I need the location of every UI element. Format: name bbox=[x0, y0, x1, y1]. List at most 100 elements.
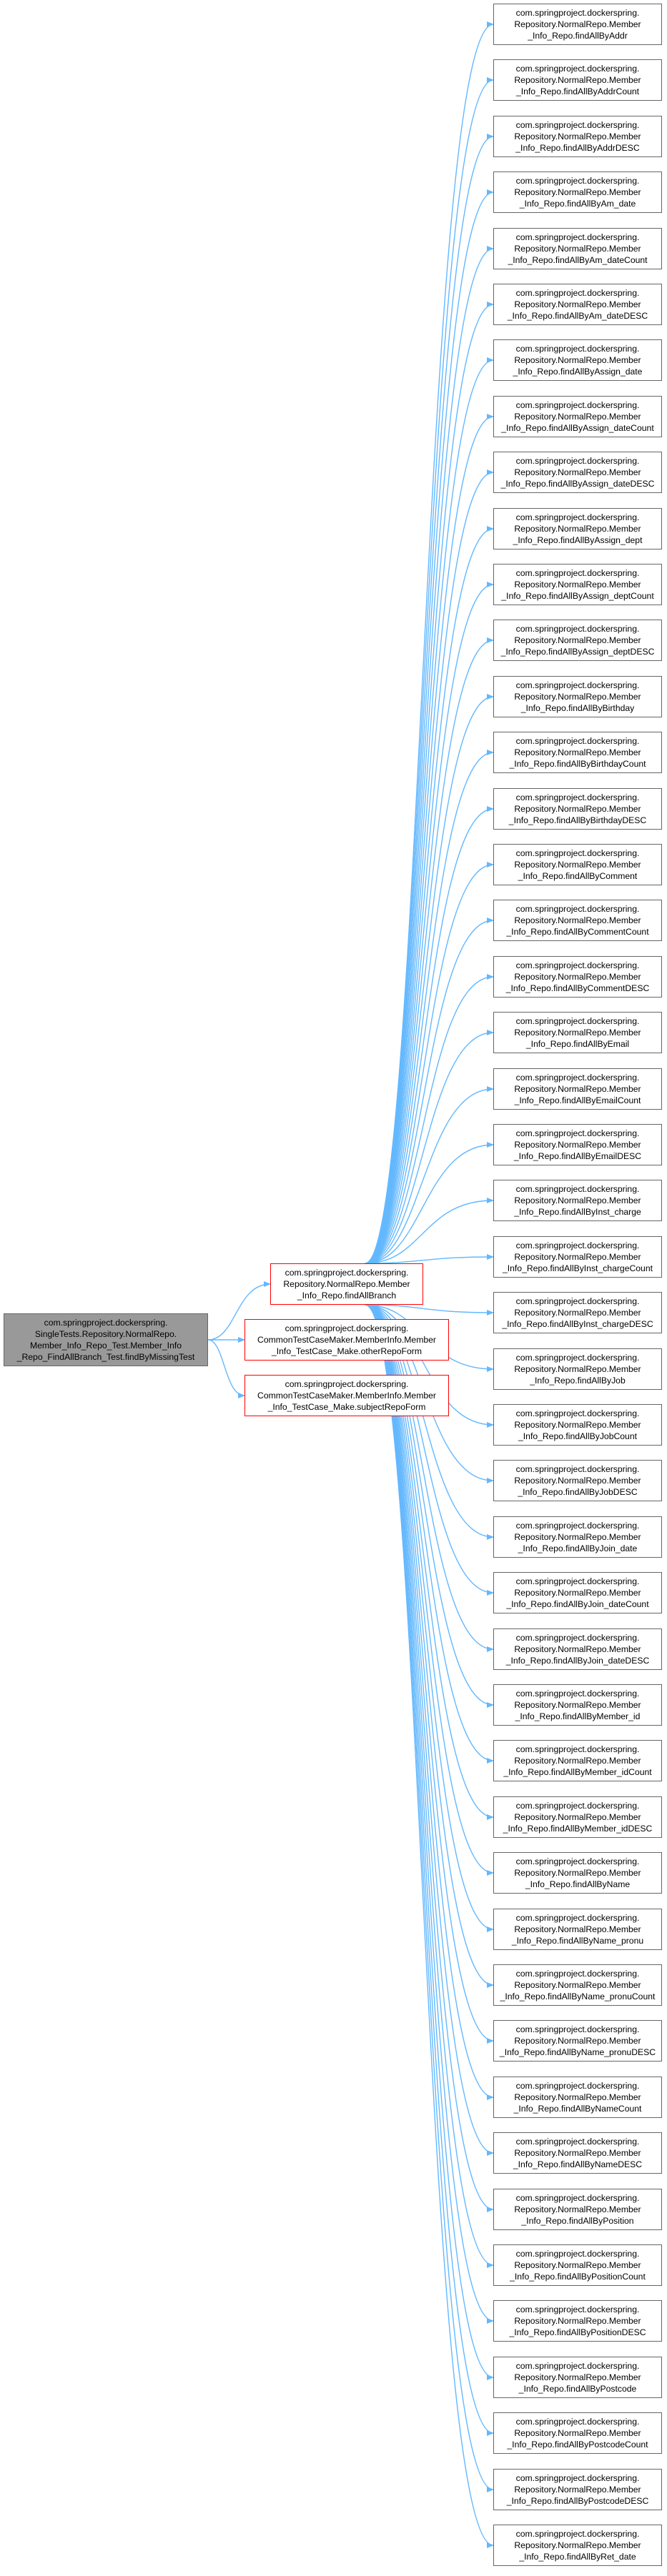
leaf-node[interactable]: com.springproject.dockerspring. Reposito… bbox=[493, 1292, 662, 1333]
leaf-node-label: com.springproject.dockerspring. Reposito… bbox=[503, 1744, 652, 1777]
leaf-node-label: com.springproject.dockerspring. Reposito… bbox=[513, 2081, 642, 2114]
leaf-node[interactable]: com.springproject.dockerspring. Reposito… bbox=[493, 2357, 662, 2398]
edge-branch-to-leaf bbox=[365, 1198, 494, 1264]
leaf-node[interactable]: com.springproject.dockerspring. Reposito… bbox=[493, 171, 662, 213]
leaf-node[interactable]: com.springproject.dockerspring. Reposito… bbox=[493, 2300, 662, 2342]
leaf-node-label: com.springproject.dockerspring. Reposito… bbox=[513, 1128, 642, 1161]
callee-node-label: com.springproject.dockerspring. CommonTe… bbox=[257, 1323, 436, 1356]
leaf-node-label: com.springproject.dockerspring. Reposito… bbox=[508, 792, 647, 825]
leaf-node[interactable]: com.springproject.dockerspring. Reposito… bbox=[493, 1180, 662, 1221]
leaf-node-label: com.springproject.dockerspring. Reposito… bbox=[502, 1240, 653, 1273]
callee-node[interactable]: com.springproject.dockerspring. CommonTe… bbox=[244, 1319, 449, 1361]
callee-node[interactable]: com.springproject.dockerspring. Reposito… bbox=[270, 1263, 423, 1305]
leaf-node[interactable]: com.springproject.dockerspring. Reposito… bbox=[493, 620, 662, 661]
edge-branch-to-leaf bbox=[365, 862, 494, 1264]
callee-node[interactable]: com.springproject.dockerspring. CommonTe… bbox=[244, 1375, 449, 1416]
leaf-node[interactable]: com.springproject.dockerspring. Reposito… bbox=[493, 1628, 662, 1670]
leaf-node[interactable]: com.springproject.dockerspring. Reposito… bbox=[493, 2412, 662, 2454]
leaf-node-label: com.springproject.dockerspring. Reposito… bbox=[514, 176, 641, 209]
leaf-node[interactable]: com.springproject.dockerspring. Reposito… bbox=[493, 1684, 662, 1726]
leaf-node-label: com.springproject.dockerspring. Reposito… bbox=[513, 344, 643, 377]
leaf-node[interactable]: com.springproject.dockerspring. Reposito… bbox=[493, 1852, 662, 1894]
leaf-node[interactable]: com.springproject.dockerspring. Reposito… bbox=[493, 732, 662, 773]
leaf-node[interactable]: com.springproject.dockerspring. Reposito… bbox=[493, 1572, 662, 1613]
leaf-node[interactable]: com.springproject.dockerspring. Reposito… bbox=[493, 59, 662, 101]
leaf-node[interactable]: com.springproject.dockerspring. Reposito… bbox=[493, 1404, 662, 1446]
edge-branch-to-leaf bbox=[365, 469, 494, 1264]
leaf-node-label: com.springproject.dockerspring. Reposito… bbox=[503, 1801, 653, 1834]
leaf-node[interactable]: com.springproject.dockerspring. Reposito… bbox=[493, 900, 662, 941]
leaf-node[interactable]: com.springproject.dockerspring. Reposito… bbox=[493, 844, 662, 885]
callee-node-label: com.springproject.dockerspring. CommonTe… bbox=[257, 1379, 436, 1412]
leaf-node[interactable]: com.springproject.dockerspring. Reposito… bbox=[493, 564, 662, 605]
leaf-node[interactable]: com.springproject.dockerspring. Reposito… bbox=[493, 284, 662, 325]
edge-branch-to-leaf bbox=[365, 917, 494, 1264]
leaf-node[interactable]: com.springproject.dockerspring. Reposito… bbox=[493, 1012, 662, 1053]
edge-branch-to-leaf bbox=[365, 77, 494, 1264]
leaf-node[interactable]: com.springproject.dockerspring. Reposito… bbox=[493, 508, 662, 549]
leaf-node-label: com.springproject.dockerspring. Reposito… bbox=[514, 1521, 641, 1553]
leaf-node-label: com.springproject.dockerspring. Reposito… bbox=[514, 680, 641, 713]
leaf-node[interactable]: com.springproject.dockerspring. Reposito… bbox=[493, 4, 662, 45]
leaf-node[interactable]: com.springproject.dockerspring. Reposito… bbox=[493, 676, 662, 717]
leaf-node-label: com.springproject.dockerspring. Reposito… bbox=[500, 456, 655, 489]
leaf-node[interactable]: com.springproject.dockerspring. Reposito… bbox=[493, 228, 662, 269]
leaf-node[interactable]: com.springproject.dockerspring. Reposito… bbox=[493, 116, 662, 157]
leaf-node[interactable]: com.springproject.dockerspring. Reposito… bbox=[493, 1740, 662, 1781]
leaf-node-label: com.springproject.dockerspring. Reposito… bbox=[514, 1408, 641, 1441]
leaf-node-label: com.springproject.dockerspring. Reposito… bbox=[514, 1016, 641, 1049]
leaf-node-label: com.springproject.dockerspring. Reposito… bbox=[506, 1576, 649, 1609]
leaf-node[interactable]: com.springproject.dockerspring. Reposito… bbox=[493, 1460, 662, 1501]
edge-branch-to-leaf bbox=[365, 1304, 494, 2436]
leaf-node[interactable]: com.springproject.dockerspring. Reposito… bbox=[493, 2020, 662, 2062]
edge-branch-to-leaf bbox=[365, 582, 494, 1264]
leaf-node[interactable]: com.springproject.dockerspring. Reposito… bbox=[493, 2077, 662, 2118]
leaf-node[interactable]: com.springproject.dockerspring. Reposito… bbox=[493, 1964, 662, 2006]
leaf-node[interactable]: com.springproject.dockerspring. Reposito… bbox=[493, 1909, 662, 1950]
leaf-node[interactable]: com.springproject.dockerspring. Reposito… bbox=[493, 956, 662, 998]
edge-branch-to-leaf bbox=[365, 1086, 494, 1264]
leaf-node[interactable]: com.springproject.dockerspring. Reposito… bbox=[493, 1236, 662, 1278]
edge-branch-to-leaf bbox=[365, 1304, 494, 2268]
edge-branch-to-leaf bbox=[365, 694, 494, 1264]
leaf-node-label: com.springproject.dockerspring. Reposito… bbox=[514, 1184, 641, 1217]
leaf-node-label: com.springproject.dockerspring. Reposito… bbox=[513, 512, 643, 545]
leaf-node-label: com.springproject.dockerspring. Reposito… bbox=[506, 904, 649, 937]
leaf-node-label: com.springproject.dockerspring. Reposito… bbox=[514, 1689, 641, 1721]
leaf-node-label: com.springproject.dockerspring. Reposito… bbox=[505, 1633, 650, 1666]
edge-branch-to-leaf bbox=[365, 357, 494, 1264]
edge-branch-to-leaf bbox=[365, 1304, 494, 2380]
leaf-node[interactable]: com.springproject.dockerspring. Reposito… bbox=[493, 396, 662, 437]
leaf-node-label: com.springproject.dockerspring. Reposito… bbox=[507, 2417, 648, 2450]
leaf-node-label: com.springproject.dockerspring. Reposito… bbox=[499, 2024, 656, 2057]
edge-branch-to-leaf bbox=[365, 1304, 494, 2324]
edge-branch-to-leaf bbox=[365, 637, 494, 1264]
leaf-node[interactable]: com.springproject.dockerspring. Reposito… bbox=[493, 1796, 662, 1838]
leaf-node[interactable]: com.springproject.dockerspring. Reposito… bbox=[493, 1516, 662, 1558]
edge-branch-to-leaf bbox=[365, 1304, 494, 1540]
leaf-node[interactable]: com.springproject.dockerspring. Reposito… bbox=[493, 1068, 662, 1110]
leaf-node-label: com.springproject.dockerspring. Reposito… bbox=[514, 1353, 641, 1386]
leaf-node-label: com.springproject.dockerspring. Reposito… bbox=[514, 1464, 641, 1497]
edge-branch-to-leaf bbox=[365, 1254, 494, 1264]
leaf-node[interactable]: com.springproject.dockerspring. Reposito… bbox=[493, 2244, 662, 2286]
leaf-node[interactable]: com.springproject.dockerspring. Reposito… bbox=[493, 339, 662, 381]
edge-branch-to-leaf bbox=[365, 750, 494, 1264]
leaf-node[interactable]: com.springproject.dockerspring. Reposito… bbox=[493, 2189, 662, 2230]
leaf-node[interactable]: com.springproject.dockerspring. Reposito… bbox=[493, 788, 662, 830]
edge-branch-to-leaf bbox=[365, 302, 494, 1264]
callee-node-label: com.springproject.dockerspring. Reposito… bbox=[283, 1268, 410, 1301]
leaf-node[interactable]: com.springproject.dockerspring. Reposito… bbox=[493, 2132, 662, 2174]
leaf-node[interactable]: com.springproject.dockerspring. Reposito… bbox=[493, 1124, 662, 1165]
leaf-node-label: com.springproject.dockerspring. Reposito… bbox=[507, 288, 648, 321]
root-node-label: com.springproject.dockerspring. SingleTe… bbox=[16, 1318, 195, 1362]
leaf-node-label: com.springproject.dockerspring. Reposito… bbox=[501, 400, 654, 433]
leaf-node-label: com.springproject.dockerspring. Reposito… bbox=[500, 624, 655, 657]
root-node[interactable]: com.springproject.dockerspring. SingleTe… bbox=[4, 1313, 208, 1366]
leaf-node[interactable]: com.springproject.dockerspring. Reposito… bbox=[493, 452, 662, 493]
leaf-node[interactable]: com.springproject.dockerspring. Reposito… bbox=[493, 2525, 662, 2566]
leaf-node[interactable]: com.springproject.dockerspring. Reposito… bbox=[493, 2469, 662, 2510]
edge-branch-to-leaf bbox=[365, 526, 494, 1264]
leaf-node[interactable]: com.springproject.dockerspring. Reposito… bbox=[493, 1348, 662, 1390]
